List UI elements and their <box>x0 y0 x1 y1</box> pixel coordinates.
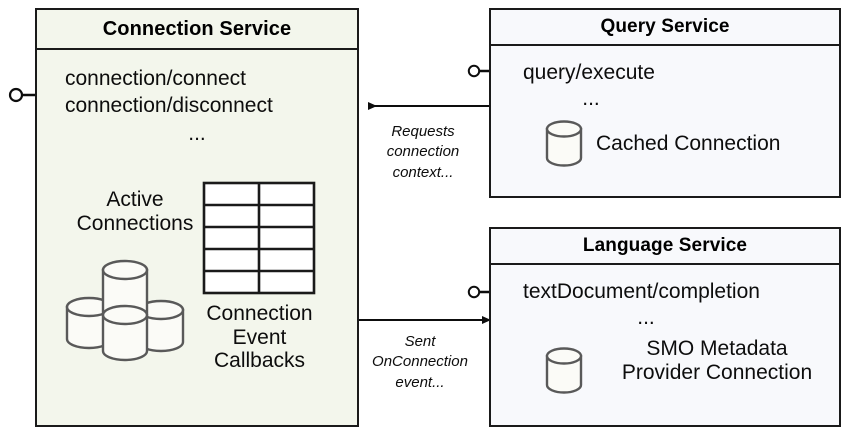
database-cylinder-icon-cached <box>545 120 583 167</box>
edge-label-requests-connection-context: Requests connection context... <box>386 123 460 181</box>
operation-connection-disconnect[interactable]: connection/disconnect <box>65 94 273 117</box>
smo-metadata-provider-connection-label: SMO Metadata Provider Connection <box>621 337 813 384</box>
connection-event-callbacks-label: Connection Event Callbacks <box>206 302 313 373</box>
operation-connection-connect[interactable]: connection/connect <box>65 67 246 90</box>
cached-connection-label: Cached Connection <box>596 132 781 155</box>
database-cluster-icon <box>65 259 185 362</box>
operation-textdocument-completion[interactable]: textDocument/completion <box>523 280 760 303</box>
query-service-operations-ellipsis: ... <box>582 87 600 110</box>
database-cylinder-icon-smo <box>545 347 583 394</box>
component-connection-service[interactable]: Connection Service connection/connect co… <box>35 8 359 427</box>
language-service-operations-ellipsis: ... <box>637 306 655 329</box>
component-language-service[interactable]: Language Service textDocument/completion… <box>489 227 841 427</box>
query-service-body: query/execute ... Cached Connection <box>491 46 839 196</box>
connection-service-body: connection/connect connection/disconnect… <box>37 50 357 425</box>
operation-query-execute[interactable]: query/execute <box>523 61 655 84</box>
table-grid-icon[interactable] <box>202 181 316 295</box>
language-service-title: Language Service <box>491 229 839 265</box>
connection-service-operations-ellipsis: ... <box>188 122 206 145</box>
language-service-body: textDocument/completion ... SMO Metadata… <box>491 265 839 425</box>
query-service-title: Query Service <box>491 10 839 46</box>
connection-service-title: Connection Service <box>37 10 357 50</box>
edge-label-sent-onconnection-event: Sent OnConnection event... <box>372 333 468 391</box>
component-query-service[interactable]: Query Service query/execute ... Cached C… <box>489 8 841 198</box>
active-connections-label: Active Connections <box>76 188 194 235</box>
